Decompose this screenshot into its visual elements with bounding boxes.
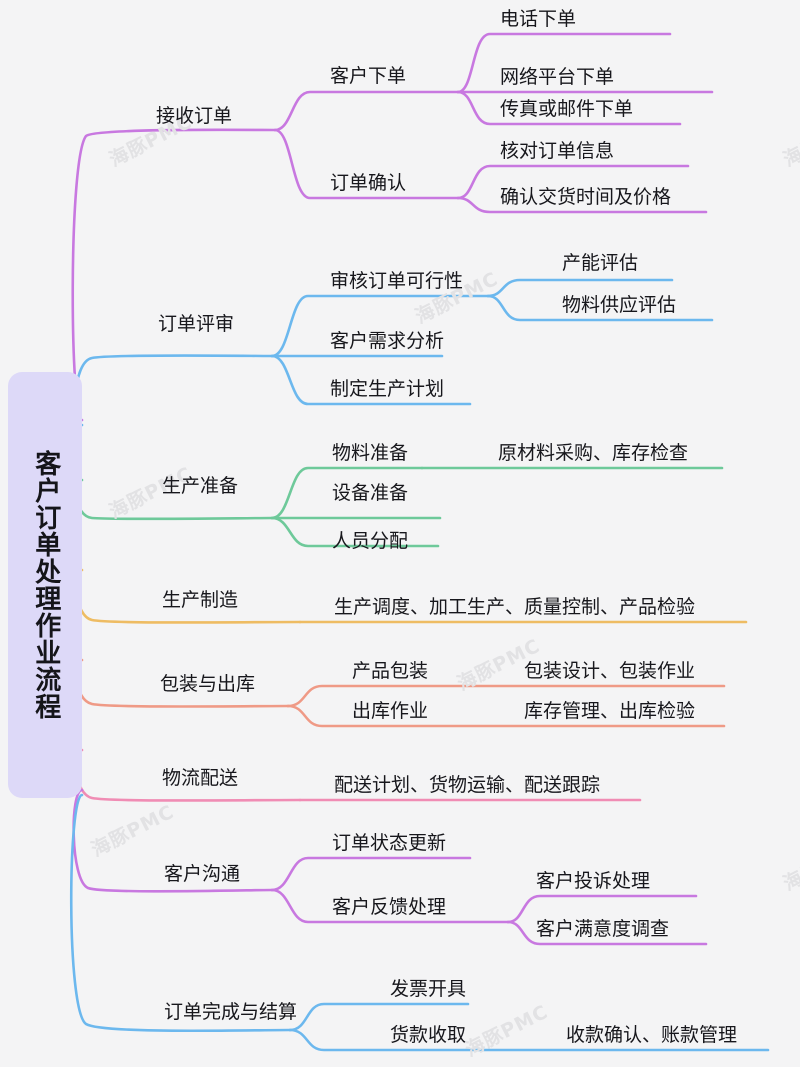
node-capacity-assessment[interactable]: 产能评估 [562,252,639,274]
node-payment-collection[interactable]: 货款收取 [390,1024,467,1046]
node-material-preparation[interactable]: 物料准备 [332,442,409,464]
node-order-review[interactable]: 订单评审 [158,313,235,335]
node-fax-or-email-order[interactable]: 传真或邮件下单 [500,98,634,120]
watermark: 海豚PMC [461,1000,552,1062]
node-customer-satisfaction-survey[interactable]: 客户满意度调查 [536,918,670,940]
node-product-packaging[interactable]: 产品包装 [352,660,429,682]
node-review-order-feasibility[interactable]: 审核订单可行性 [330,270,464,292]
node-raw-material-purchase-stock-check[interactable]: 原材料采购、库存检查 [498,442,689,464]
node-material-supply-assessment[interactable]: 物料供应评估 [562,294,677,316]
watermark: 海豚PMC [779,834,800,896]
node-online-platform-order[interactable]: 网络平台下单 [500,66,615,88]
node-payment-confirmation-account-management[interactable]: 收款确认、账款管理 [566,1024,738,1046]
node-confirm-delivery-time-price[interactable]: 确认交货时间及价格 [500,186,672,208]
node-inventory-management-outbound-inspection[interactable]: 库存管理、出库检验 [524,700,696,722]
node-verify-order-info[interactable]: 核对订单信息 [500,140,615,162]
node-customer-demand-analysis[interactable]: 客户需求分析 [330,330,445,352]
node-personnel-allocation[interactable]: 人员分配 [332,530,409,552]
node-make-production-plan[interactable]: 制定生产计划 [330,378,445,400]
root-node-label: 客户订单处理作业流程 [30,450,61,720]
node-manufacturing[interactable]: 生产制造 [162,589,239,611]
watermark: 海豚PMC [87,800,178,862]
node-customer-feedback-handling[interactable]: 客户反馈处理 [332,896,447,918]
watermark: 海豚PMC [779,110,800,172]
node-customer-place-order[interactable]: 客户下单 [330,65,407,87]
node-receive-order[interactable]: 接收订单 [156,105,233,127]
node-customer-communication[interactable]: 客户沟通 [164,863,241,885]
node-packaging-design-operations[interactable]: 包装设计、包装作业 [524,660,696,682]
node-logistics-details[interactable]: 配送计划、货物运输、配送跟踪 [334,774,601,796]
node-customer-complaint-handling[interactable]: 客户投诉处理 [536,870,651,892]
node-order-confirmation[interactable]: 订单确认 [330,172,407,194]
node-manufacturing-details[interactable]: 生产调度、加工生产、质量控制、产品检验 [334,596,696,618]
node-logistics-delivery[interactable]: 物流配送 [162,767,239,789]
node-packaging-and-outbound[interactable]: 包装与出库 [160,673,256,695]
node-order-completion-settlement[interactable]: 订单完成与结算 [164,1001,298,1023]
node-order-status-update[interactable]: 订单状态更新 [332,832,447,854]
node-invoice-issuance[interactable]: 发票开具 [390,978,467,1000]
node-equipment-preparation[interactable]: 设备准备 [332,482,409,504]
node-outbound-operations[interactable]: 出库作业 [352,700,429,722]
node-production-preparation[interactable]: 生产准备 [162,475,239,497]
node-phone-order[interactable]: 电话下单 [500,8,577,30]
root-node[interactable]: 客户订单处理作业流程 [8,372,82,798]
